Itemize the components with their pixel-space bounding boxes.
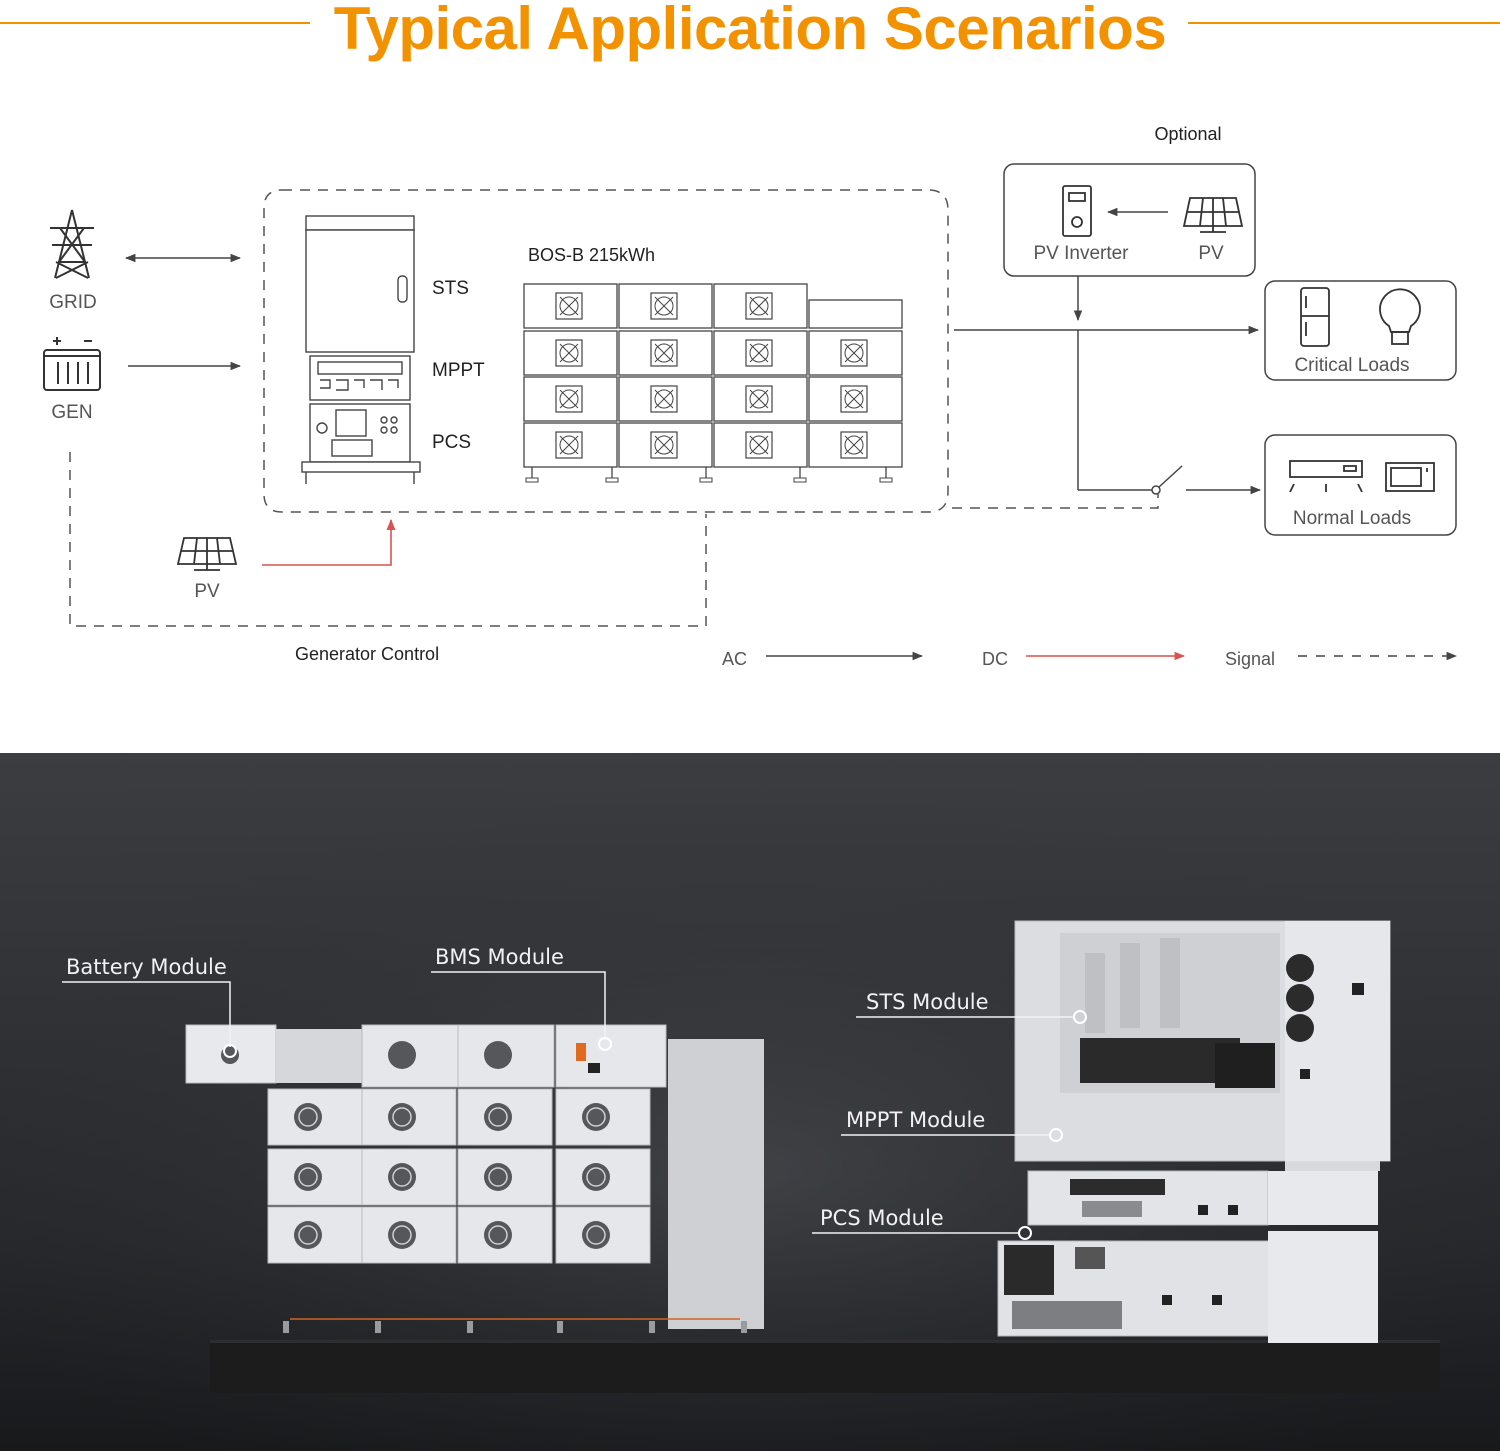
battery-module xyxy=(808,376,903,422)
grid-label: GRID xyxy=(49,292,97,313)
generator-control-label: Generator Control xyxy=(295,644,439,664)
battery-module xyxy=(713,283,808,329)
battery-stack xyxy=(523,283,903,483)
callout-sts-module: STS Module xyxy=(856,990,1087,1024)
pv-dc-arrow xyxy=(262,518,396,566)
fan-icon xyxy=(555,292,583,320)
title-bar: Typical Application Scenarios xyxy=(0,0,1500,70)
product-photo: Battery Module BMS Module STS Module MPP… xyxy=(0,753,1500,1451)
battery-module xyxy=(618,376,713,422)
battery-module xyxy=(713,376,808,422)
callout-sts-label: STS Module xyxy=(866,990,989,1014)
fan-icon xyxy=(555,339,583,367)
battery-module xyxy=(808,330,903,376)
generator-icon xyxy=(43,337,101,391)
gen-label: GEN xyxy=(51,402,92,423)
fan-icon xyxy=(650,431,678,459)
callout-battery-module: Battery Module xyxy=(62,955,237,1058)
microwave-icon xyxy=(1385,462,1435,492)
callout-pcs-module: PCS Module xyxy=(812,1206,1032,1240)
transmission-tower-icon xyxy=(50,209,94,279)
system-boundary xyxy=(263,189,949,513)
light-bulb-icon xyxy=(1379,288,1421,345)
legend-dc-label: DC xyxy=(982,649,1008,669)
fan-icon xyxy=(745,339,773,367)
sts-label: STS xyxy=(432,278,469,299)
battery-module xyxy=(523,330,618,376)
air-conditioner-icon xyxy=(1289,460,1363,493)
battery-module xyxy=(523,422,618,468)
fan-icon xyxy=(650,385,678,413)
battery-module xyxy=(618,422,713,468)
battery-rack-unit xyxy=(185,1024,764,1333)
legend-signal-label: Signal xyxy=(1225,649,1275,669)
fan-icon xyxy=(555,385,583,413)
solar-panel-icon xyxy=(176,537,238,571)
critical-loads-box xyxy=(1264,280,1457,381)
callout-mppt-module: MPPT Module xyxy=(841,1108,1063,1142)
fan-icon xyxy=(555,431,583,459)
battery-module xyxy=(713,422,808,468)
optional-pv-label: PV xyxy=(1198,243,1224,264)
callout-bms-module: BMS Module xyxy=(431,945,612,1051)
sts-mppt-pcs-cabinet xyxy=(301,215,421,484)
callout-pcs-label: PCS Module xyxy=(820,1206,944,1230)
legend-ac-label: AC xyxy=(722,649,747,669)
fan-icon xyxy=(745,431,773,459)
normal-loads-label: Normal Loads xyxy=(1293,508,1411,529)
fan-icon xyxy=(840,339,868,367)
optional-box xyxy=(1003,163,1256,277)
battery-module xyxy=(618,283,713,329)
optional-label: Optional xyxy=(1154,124,1221,144)
callout-mppt-label: MPPT Module xyxy=(846,1108,985,1132)
page-title: Typical Application Scenarios xyxy=(333,0,1167,62)
battery-module xyxy=(523,283,618,329)
battery-module xyxy=(808,422,903,468)
mppt-label: MPPT xyxy=(432,360,485,381)
refrigerator-icon xyxy=(1300,287,1330,347)
sts-mppt-pcs-unit xyxy=(997,920,1391,1343)
pv-inverter-label: PV Inverter xyxy=(1033,243,1129,264)
critical-loads-label: Critical Loads xyxy=(1294,355,1409,376)
normal-loads-box xyxy=(1264,434,1457,536)
battery-capacity-label: BOS-B 215kWh xyxy=(528,245,655,265)
callout-battery-label: Battery Module xyxy=(66,955,227,979)
generator-control-signal-line xyxy=(69,452,707,627)
fan-icon xyxy=(840,431,868,459)
switch-blade xyxy=(1158,465,1183,488)
battery-module xyxy=(618,330,713,376)
switch-node xyxy=(1151,485,1161,495)
pv-bottom-label: PV xyxy=(194,581,220,602)
fan-icon xyxy=(650,292,678,320)
system-diagram: GRID GEN STS MPPT PCS xyxy=(43,124,1458,669)
fan-icon xyxy=(840,385,868,413)
title-rule-right xyxy=(1188,22,1500,24)
pv-inverter-icon xyxy=(1062,185,1092,237)
switch-signal-line xyxy=(952,494,1159,509)
callout-bms-label: BMS Module xyxy=(435,945,564,969)
solar-panel-icon xyxy=(1182,197,1244,233)
battery-module xyxy=(713,330,808,376)
fan-icon xyxy=(745,292,773,320)
fan-icon xyxy=(745,385,773,413)
battery-module xyxy=(523,376,618,422)
fan-icon xyxy=(650,339,678,367)
pcs-label: PCS xyxy=(432,432,471,453)
bms-controller xyxy=(808,299,903,329)
title-rule-left xyxy=(0,22,310,24)
